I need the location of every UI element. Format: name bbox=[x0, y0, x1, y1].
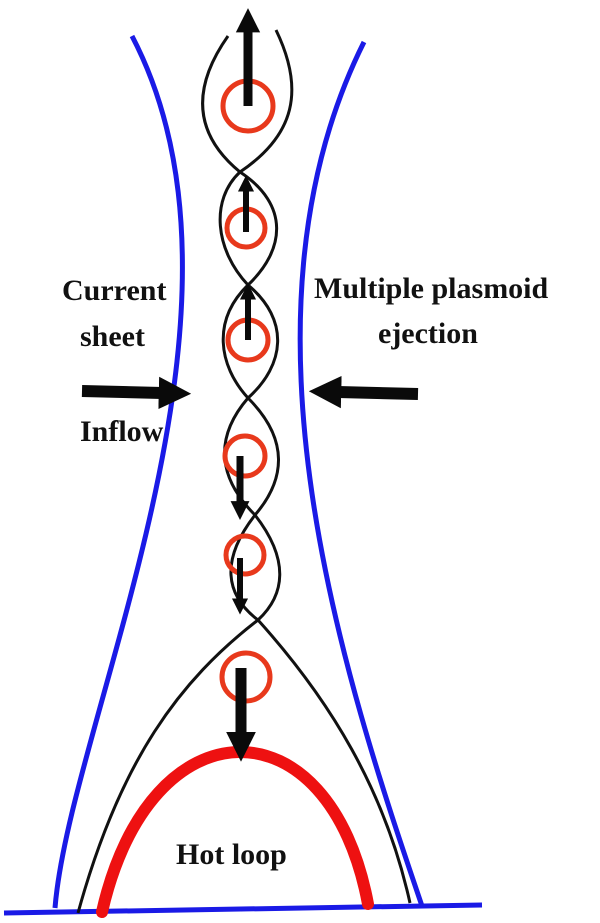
inflow-arrows bbox=[81, 375, 419, 410]
label-hot-loop: Hot loop bbox=[176, 838, 287, 871]
plasmoid-5 bbox=[223, 533, 267, 577]
label-sheet: sheet bbox=[80, 320, 145, 353]
label-inflow: Inflow bbox=[80, 415, 164, 448]
hot-loop bbox=[96, 746, 374, 918]
label-ejection: ejection bbox=[378, 317, 478, 350]
inflow-arrow-right bbox=[308, 375, 419, 409]
field-line-right-chain bbox=[237, 29, 294, 622]
field-line-left-chain bbox=[201, 35, 259, 622]
inflow-arrow-left bbox=[81, 376, 192, 410]
outflow-arrows bbox=[226, 8, 261, 762]
ground-line bbox=[3, 902, 483, 916]
plasmoids bbox=[219, 78, 276, 704]
field-lines bbox=[76, 29, 412, 914]
plasmoid-4 bbox=[222, 433, 268, 479]
label-multiple-plasmoid: Multiple plasmoid bbox=[314, 272, 549, 305]
label-current: Current bbox=[62, 274, 166, 307]
left-boundary-line bbox=[52, 34, 185, 909]
field-line-lower-right bbox=[256, 618, 412, 904]
field-line-lower-left bbox=[76, 618, 259, 914]
right-boundary-line bbox=[297, 40, 425, 907]
